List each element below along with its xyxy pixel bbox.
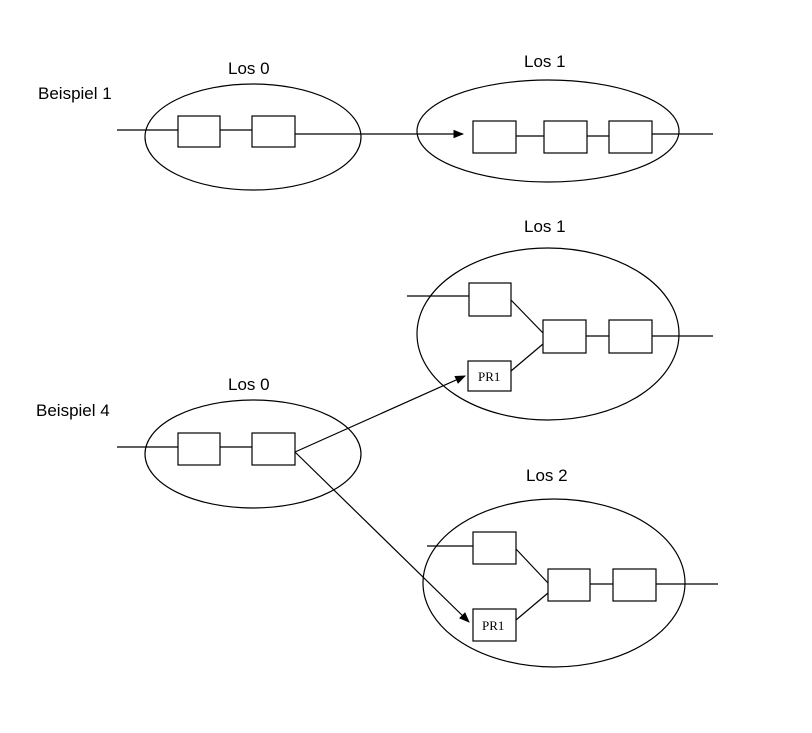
example-4-lot-2-ellipse	[422, 498, 686, 668]
example-4-lot-2-merge-bottom	[515, 592, 549, 621]
example-4-lot-1-label: Los 1	[524, 217, 566, 236]
example-4-lot-0-label: Los 0	[228, 375, 270, 394]
example-1-lot-1-step-3	[608, 120, 653, 154]
example-4-lot-1-merge-top	[510, 299, 544, 334]
example-4-lot-1-step-1	[468, 282, 512, 317]
example-1-lot-0-label: Los 0	[228, 59, 270, 78]
example-4-lot-2-step-3	[612, 568, 657, 602]
example-1: Beispiel 1 Los 0 Los 1	[38, 52, 713, 191]
example-1-lot-0-ellipse	[144, 83, 362, 191]
example-4-lot-1-pr-label: PR1	[478, 369, 500, 384]
example-4-lot-0-step-1	[177, 432, 221, 466]
example-1-lot-1-ellipse	[416, 79, 680, 183]
example-4-arrow-to-lot-2	[294, 451, 470, 623]
example-4-lot-2-step-2	[547, 568, 591, 602]
example-4-lot-2-pr-box	[472, 608, 517, 642]
example-4-lot-2-label: Los 2	[526, 466, 568, 485]
example-4-lot-2-step-1	[472, 531, 517, 565]
example-4-lot-2-pr-label: PR1	[482, 618, 504, 633]
example-1-lot-0-step-2	[251, 115, 296, 148]
example-4-lot-1-merge-bottom	[510, 343, 544, 372]
example-4: Beispiel 4 Los 0 Los 1 PR1 Los 2 PR1	[36, 217, 718, 668]
example-1-lot-1-step-1	[472, 120, 517, 154]
example-1-lot-0-step-1	[177, 115, 221, 148]
example-4-lot-0-step-2	[251, 432, 296, 466]
example-1-label: Beispiel 1	[38, 84, 112, 103]
example-1-lot-1-label: Los 1	[524, 52, 566, 71]
example-4-label: Beispiel 4	[36, 401, 110, 420]
example-4-lot-0-ellipse	[144, 399, 362, 509]
example-1-lot-1-step-2	[543, 120, 588, 154]
example-4-lot-2-merge-top	[515, 548, 549, 584]
example-4-lot-1-step-3	[608, 319, 653, 354]
example-4-lot-1-step-2	[542, 319, 587, 354]
example-4-arrow-to-lot-1	[294, 375, 466, 453]
example-4-lot-1-ellipse	[416, 247, 680, 421]
example-4-lot-1-pr-box	[467, 360, 512, 392]
